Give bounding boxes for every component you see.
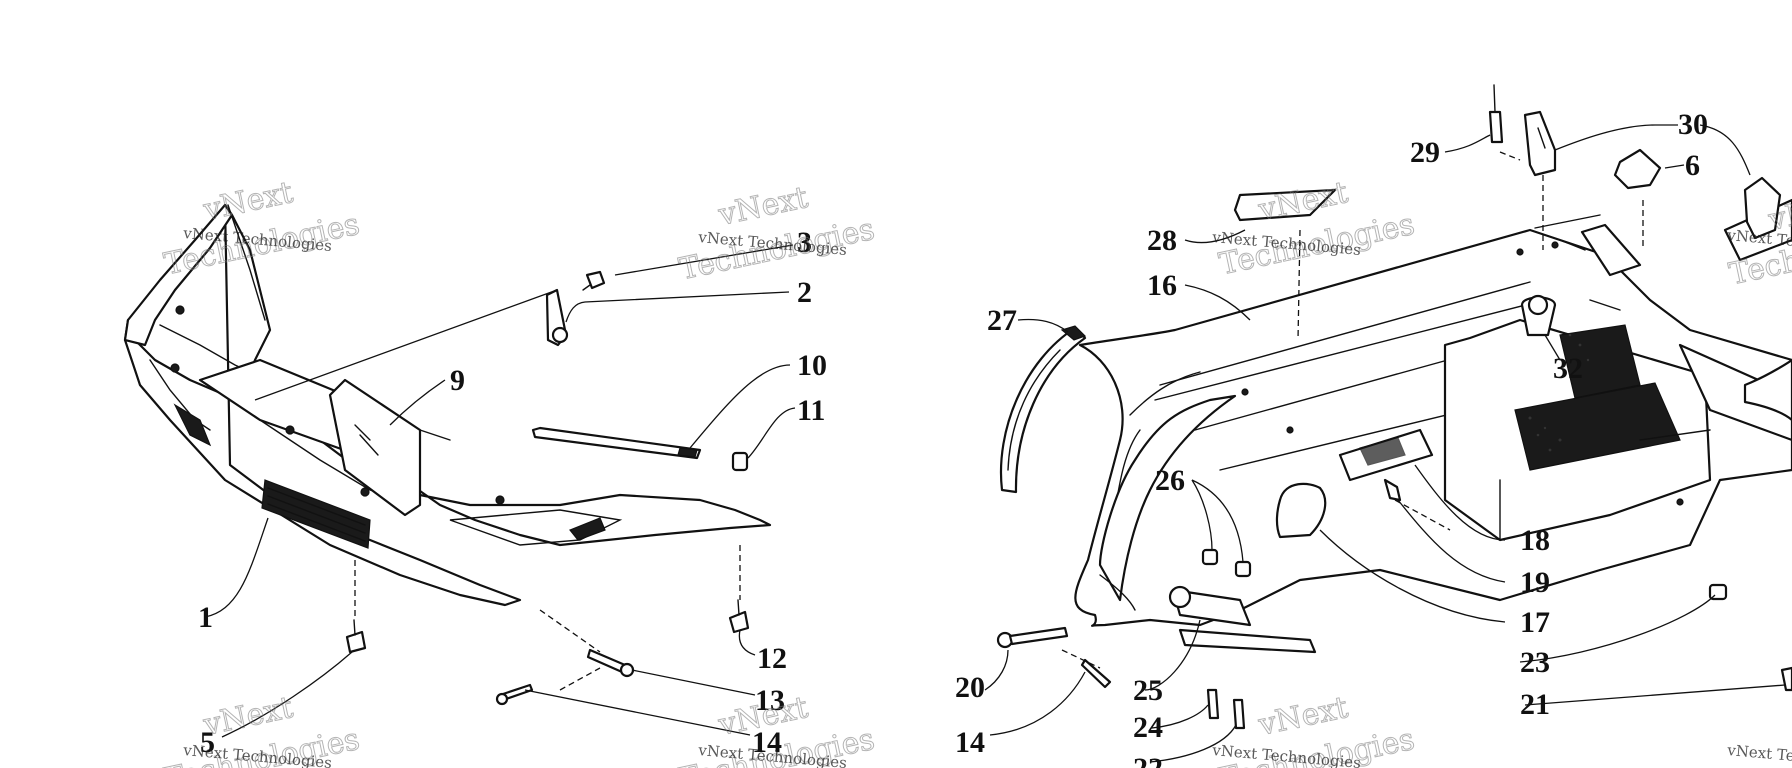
callout-23: 23 [1520,646,1550,679]
part-25-hinge [1168,585,1317,654]
part-10-strip [531,426,702,460]
callout-25: 25 [1133,674,1163,707]
part-13-pin [586,648,635,678]
callout-11: 11 [797,394,825,427]
left-assembly: 1 2 3 5 9 10 11 12 13 14 [123,203,827,759]
part-11-nut [731,451,749,472]
callout-14-left: 14 [752,726,782,759]
part-20-bolt [996,626,1069,649]
callout-32: 32 [1553,352,1583,385]
svg-text:vNext: vNext [1255,690,1351,743]
callout-26: 26 [1155,464,1185,497]
callout-22: 22 [1133,752,1163,768]
part-21-screw [1780,666,1792,692]
part-18-reflector [1338,428,1434,482]
callout-3: 3 [797,226,812,259]
callout-18: 18 [1520,524,1550,557]
callout-27: 28 [1147,224,1177,257]
watermark-small-8: vNext Technologies [1726,741,1792,768]
watermark-1: vNext Technologies [161,175,363,283]
callout-12: 12 [757,642,787,675]
callout-19: 19 [1520,566,1550,599]
part-14-clip-right [1080,658,1112,689]
callout-5: 5 [200,726,215,759]
part-19-screw [1383,478,1402,502]
part-6-bracket [1613,148,1662,190]
part-14-clip [495,683,534,706]
callout-30: 30 [1678,108,1708,141]
callout-6: 6 [1685,149,1700,182]
part-24-screw [1206,688,1220,720]
callout-14-right: 14 [955,726,985,759]
right-assembly: 29 30 6 28 16 27 32 26 18 19 17 23 21 20… [955,84,1792,768]
part-26-nut-b [1234,560,1252,578]
watermark-3: vNext Technologies [1216,175,1418,283]
callout-16: 16 [1147,269,1177,302]
callout-13: 13 [755,684,785,717]
callout-1: 1 [198,601,213,634]
part-5-screw [345,619,367,654]
belt-guard [1074,198,1792,627]
callout-28: 27 [987,304,1017,337]
callout-20: 20 [955,671,985,704]
svg-text:vNext: vNext [200,690,296,743]
part-12-screw [728,599,750,634]
part-30-clip [1523,110,1557,177]
part-9-plate [328,378,422,517]
part-2-bracket [545,288,569,347]
callout-9: 9 [450,364,465,397]
svg-text:vNext: vNext [200,175,296,228]
part-17-pad [1275,482,1327,539]
part-26-nut-a [1201,548,1219,566]
callout-21: 21 [1520,688,1550,721]
part-28-arc [999,325,1087,494]
callout-29: 29 [1410,136,1440,169]
part-27-decal [1233,188,1337,222]
callout-24: 24 [1133,711,1163,744]
callout-17: 17 [1520,606,1550,639]
part-3-nut [582,270,606,291]
part-29-pin [1488,84,1504,144]
callout-2: 2 [797,276,812,309]
vent-speckle [1528,333,1590,452]
part-32-knob [1520,294,1557,337]
svg-text:vNext: vNext [1255,175,1351,228]
callout-10: 10 [797,349,827,382]
part-30-clip-right [1743,176,1782,240]
part-22-screw [1232,698,1246,730]
